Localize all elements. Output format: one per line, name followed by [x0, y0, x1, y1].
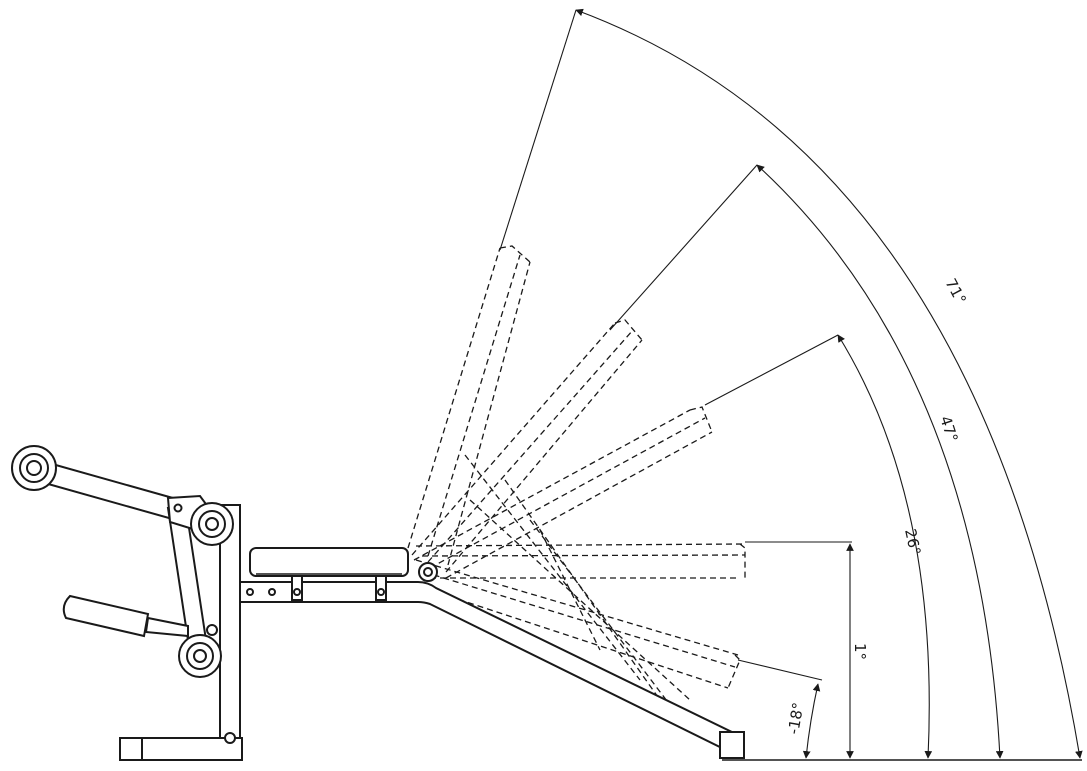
- handle-bar: [144, 616, 189, 638]
- dimension-arcs: [575, 8, 1083, 759]
- backrest-47: [411, 319, 643, 573]
- support-struts: [464, 454, 691, 706]
- ray-71: [499, 9, 577, 251]
- label-1: 1°: [851, 643, 869, 660]
- roller-pad-top-left: [11, 445, 57, 491]
- angle-labels: 71° 47° 26° 1° -18°: [784, 275, 970, 735]
- rear-foot: [719, 731, 745, 759]
- backrest-26: [413, 406, 713, 579]
- handle-grip: [62, 594, 150, 638]
- backrest-1: [415, 543, 746, 579]
- label-minus18: -18°: [784, 701, 807, 736]
- backrest-minus18: [415, 559, 741, 689]
- label-47: 47°: [936, 414, 961, 445]
- arc-26: [837, 334, 933, 759]
- ray-26: [704, 334, 839, 406]
- angle-rays: [499, 9, 852, 681]
- pivot-hub-inner: [423, 567, 433, 577]
- ray-47: [609, 164, 758, 331]
- roller-pad-bottom: [178, 634, 222, 678]
- ray-minus18: [737, 659, 823, 681]
- label-26: 26°: [901, 527, 924, 557]
- main-rail: [221, 581, 740, 754]
- arc-47: [756, 164, 1004, 759]
- arc-minus18: [802, 683, 821, 759]
- bench-frame: [119, 504, 745, 761]
- backrest-positions: [407, 245, 746, 706]
- backrest-71: [407, 245, 531, 566]
- leg-attachment: [11, 445, 234, 678]
- seat-pad: [249, 547, 409, 577]
- arc-71: [575, 8, 1083, 759]
- label-71: 71°: [941, 275, 969, 307]
- roller-pad-top-right: [190, 502, 234, 546]
